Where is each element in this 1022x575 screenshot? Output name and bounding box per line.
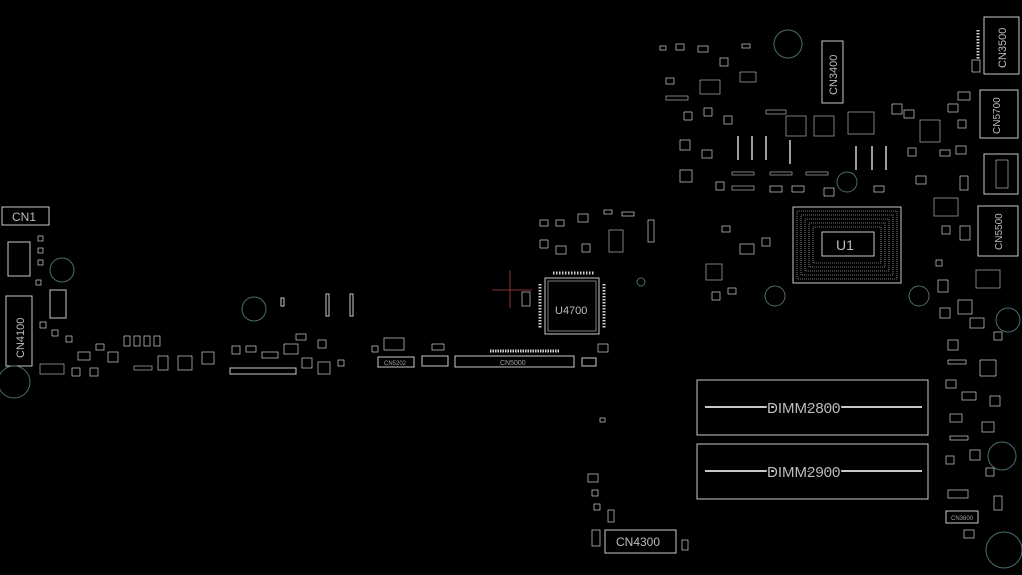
u4700-label: U4700 xyxy=(555,305,587,317)
cn3500-label: CN3500 xyxy=(997,28,1009,68)
cn5000-label: CN5000 xyxy=(500,360,526,367)
u4700-chip[interactable]: U4700 xyxy=(544,277,600,335)
cn5202-label: CN5202 xyxy=(384,361,407,367)
center-small-parts xyxy=(521,209,655,353)
cn1-label: CN1 xyxy=(12,210,36,224)
cn5700-connector[interactable]: CN5700 xyxy=(979,89,1019,139)
cn3400-connector[interactable]: CN3400 xyxy=(821,40,844,104)
cn5000-area-parts xyxy=(371,337,606,423)
cn1-connector[interactable]: CN1 xyxy=(1,206,50,226)
left-small-parts xyxy=(0,235,215,399)
cn4100-connector[interactable]: CN4100 xyxy=(5,295,33,367)
cn4300-connector[interactable]: CN4300 xyxy=(604,529,677,554)
cn3400-label: CN3400 xyxy=(828,55,840,95)
dimm2900-label: DIMM2900 xyxy=(767,464,840,481)
dimm2800-slot[interactable]: DIMM2800 xyxy=(696,379,929,436)
cn4300-area-parts xyxy=(587,473,689,551)
cn4100-label: CN4100 xyxy=(15,318,27,358)
dimm2900-slot[interactable]: DIMM2900 xyxy=(696,443,929,500)
cn4300-label: CN4300 xyxy=(616,535,660,549)
top-cluster-parts xyxy=(659,29,1021,333)
cn3500-connector[interactable]: CN3500 xyxy=(976,16,1020,75)
middle-left-parts xyxy=(229,293,354,375)
cn5202-connector[interactable]: CN5202 xyxy=(377,356,415,368)
cn3600-label: CN3600 xyxy=(951,516,974,522)
crosshair-marker xyxy=(492,270,532,308)
cn3600-connector[interactable]: CN3600 xyxy=(945,510,979,524)
cn5500-connector[interactable]: CN5500 xyxy=(977,205,1019,257)
u4700-pad-rows xyxy=(538,271,606,328)
u1-chip[interactable]: U1 xyxy=(792,206,902,284)
right-column-parts xyxy=(939,299,1022,569)
u1-label: U1 xyxy=(836,237,854,253)
cn5700-label: CN5700 xyxy=(992,97,1003,134)
cn5000-connector[interactable]: CN5000 xyxy=(454,355,575,368)
cn5500-label: CN5500 xyxy=(994,213,1005,250)
right-small-connector xyxy=(983,153,1019,195)
dimm2800-label: DIMM2800 xyxy=(767,400,840,417)
